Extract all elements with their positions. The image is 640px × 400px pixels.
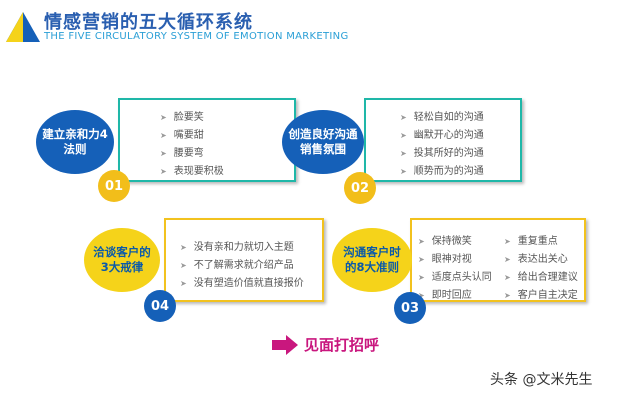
chevron-right-icon: ➤ bbox=[400, 131, 407, 140]
list-item: ➤即时回应 bbox=[418, 290, 472, 301]
list-item: ➤适度点头认同 bbox=[418, 272, 492, 283]
chevron-right-icon: ➤ bbox=[400, 113, 407, 122]
list-item: ➤不了解需求就介绍产品 bbox=[180, 260, 294, 271]
section-04-number: 04 bbox=[144, 290, 176, 322]
chevron-right-icon: ➤ bbox=[504, 291, 511, 300]
cta-text: 见面打招呼 bbox=[304, 336, 380, 354]
list-item: ➤脸要笑 bbox=[160, 112, 204, 123]
list-item: ➤幽默开心的沟通 bbox=[400, 130, 484, 141]
chevron-right-icon: ➤ bbox=[418, 255, 425, 264]
list-item: ➤投其所好的沟通 bbox=[400, 148, 484, 159]
list-item: ➤眼神对视 bbox=[418, 254, 472, 265]
section-01-number: 01 bbox=[98, 170, 130, 202]
page-title: 情感营销的五大循环系统 bbox=[44, 12, 253, 33]
arrow-right-icon bbox=[272, 335, 298, 355]
list-item: ➤顺势而为的沟通 bbox=[400, 166, 484, 177]
section-02-label: 创造良好沟通销售氛围 bbox=[282, 110, 364, 174]
section-03-number: 03 bbox=[394, 292, 426, 324]
chevron-right-icon: ➤ bbox=[160, 113, 167, 122]
section-04-box: ➤没有亲和力就切入主题 ➤不了解需求就介绍产品 ➤没有塑造价值就直接报价 bbox=[164, 218, 324, 302]
chevron-right-icon: ➤ bbox=[418, 273, 425, 282]
chevron-right-icon: ➤ bbox=[400, 167, 407, 176]
list-item: ➤表现要积极 bbox=[160, 166, 224, 177]
watermark: 头条 @文米先生 bbox=[490, 372, 593, 388]
chevron-right-icon: ➤ bbox=[160, 131, 167, 140]
chevron-right-icon: ➤ bbox=[504, 237, 511, 246]
chevron-right-icon: ➤ bbox=[180, 279, 187, 288]
list-item: ➤嘴要甜 bbox=[160, 130, 204, 141]
list-item: ➤保持微笑 bbox=[418, 236, 472, 247]
logo-triangle-icon bbox=[6, 12, 40, 42]
chevron-right-icon: ➤ bbox=[160, 167, 167, 176]
chevron-right-icon: ➤ bbox=[504, 273, 511, 282]
list-item: ➤表达出关心 bbox=[504, 254, 568, 265]
section-02-box: ➤轻松自如的沟通 ➤幽默开心的沟通 ➤投其所好的沟通 ➤顺势而为的沟通 bbox=[364, 98, 522, 182]
list-item: ➤重复重点 bbox=[504, 236, 558, 247]
chevron-right-icon: ➤ bbox=[160, 149, 167, 158]
chevron-right-icon: ➤ bbox=[418, 237, 425, 246]
section-02-number: 02 bbox=[344, 172, 376, 204]
list-item: ➤腰要弯 bbox=[160, 148, 204, 159]
chevron-right-icon: ➤ bbox=[180, 261, 187, 270]
list-item: ➤客户自主决定 bbox=[504, 290, 578, 301]
list-item: ➤轻松自如的沟通 bbox=[400, 112, 484, 123]
chevron-right-icon: ➤ bbox=[180, 243, 187, 252]
section-01-label: 建立亲和力4法则 bbox=[36, 110, 114, 174]
section-03-label: 沟通客户时的8大准则 bbox=[332, 228, 412, 292]
section-01-box: ➤脸要笑 ➤嘴要甜 ➤腰要弯 ➤表现要积极 bbox=[118, 98, 296, 182]
chevron-right-icon: ➤ bbox=[418, 291, 425, 300]
page-subtitle: THE FIVE CIRCULATORY SYSTEM OF EMOTION M… bbox=[44, 31, 349, 42]
list-item: ➤没有塑造价值就直接报价 bbox=[180, 278, 304, 289]
chevron-right-icon: ➤ bbox=[400, 149, 407, 158]
section-03-box: ➤保持微笑 ➤眼神对视 ➤适度点头认同 ➤即时回应 ➤重复重点 ➤表达出关心 ➤… bbox=[410, 218, 586, 302]
list-item: ➤给出合理建议 bbox=[504, 272, 578, 283]
section-04-label: 洽谈客户的3大戒律 bbox=[84, 228, 160, 292]
chevron-right-icon: ➤ bbox=[504, 255, 511, 264]
list-item: ➤没有亲和力就切入主题 bbox=[180, 242, 294, 253]
